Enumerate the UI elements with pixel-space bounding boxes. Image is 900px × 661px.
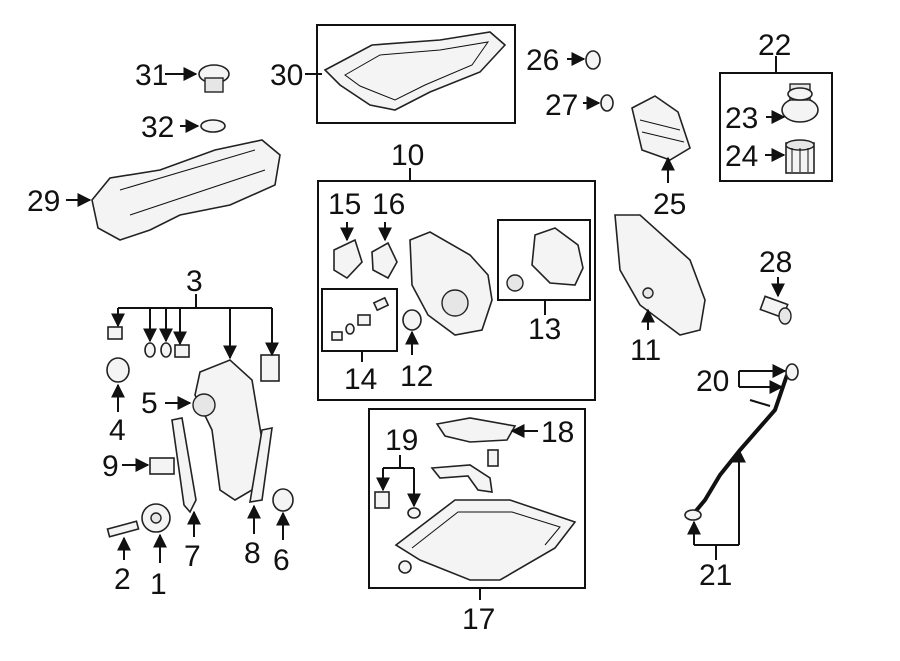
callout-32: 32 xyxy=(141,111,174,144)
dipstick-handle xyxy=(785,363,799,381)
callout-30: 30 xyxy=(270,59,303,92)
cam-sprocket xyxy=(192,393,216,417)
cap-seal xyxy=(200,119,226,133)
sprocket-4 xyxy=(106,357,130,383)
callout-19: 19 xyxy=(385,424,418,457)
callout-12: 12 xyxy=(400,360,433,393)
camshaft-housing xyxy=(91,139,281,241)
oil-pan-group-box xyxy=(368,408,586,589)
callout-28: 28 xyxy=(759,246,792,279)
callout-16: 16 xyxy=(372,188,405,221)
seal-6 xyxy=(272,488,294,512)
gasket-15 xyxy=(333,238,363,280)
oil-pan xyxy=(394,499,577,581)
callout-24: 24 xyxy=(725,140,758,173)
oil-fill-cap xyxy=(198,64,230,93)
timing-cover-seal-bore xyxy=(441,289,469,317)
callout-11: 11 xyxy=(630,334,661,367)
pickup-bolt xyxy=(487,449,499,467)
o-ring-26 xyxy=(585,50,601,70)
callout-29: 29 xyxy=(27,185,60,218)
callout-17: 17 xyxy=(462,603,495,636)
timing-cover-front xyxy=(409,231,493,336)
camshaft-housing-detail xyxy=(119,149,266,216)
timing-chain xyxy=(194,359,263,501)
callout-4: 4 xyxy=(109,414,126,447)
seal-kit-box xyxy=(321,288,398,352)
callout-1: 1 xyxy=(150,568,167,601)
callout-10: 10 xyxy=(391,139,424,172)
callout-18: 18 xyxy=(541,416,574,449)
water-pump xyxy=(531,227,584,286)
oil-cooler xyxy=(631,95,691,161)
oil-filter-cap xyxy=(781,83,819,123)
timing-cover-group-box xyxy=(317,180,596,401)
timing-cover-rear-hole xyxy=(642,287,654,299)
oil-pickup-tube xyxy=(430,464,493,493)
chain-tensioner xyxy=(149,457,175,475)
callout-26: 26 xyxy=(526,44,559,77)
callout-9: 9 xyxy=(102,450,119,483)
seal-12 xyxy=(402,309,422,331)
callout-2: 2 xyxy=(114,563,131,596)
dipstick-seal xyxy=(684,509,702,521)
crank-sprocket xyxy=(141,503,171,533)
callout-5: 5 xyxy=(141,387,158,420)
timing-hardware xyxy=(107,326,280,382)
callout-20: 20 xyxy=(696,365,729,398)
callout-21: 21 xyxy=(699,559,732,592)
valve-cover-gasket-inner xyxy=(344,41,490,101)
callout-8: 8 xyxy=(244,537,261,570)
oil-filter-element xyxy=(785,139,815,174)
callout-22: 22 xyxy=(758,29,791,62)
callout-15: 15 xyxy=(328,188,361,221)
crank-bolt xyxy=(106,520,140,538)
oil-pan-plug xyxy=(398,560,412,574)
callout-13: 13 xyxy=(528,313,561,346)
timing-cover-rear xyxy=(614,214,706,336)
oil-pan-rim xyxy=(411,511,561,549)
leader-lines xyxy=(66,52,787,600)
water-pump-pulley xyxy=(506,274,524,292)
callout-31: 31 xyxy=(135,59,168,92)
dipstick-tube-outline xyxy=(749,399,771,407)
callout-27: 27 xyxy=(545,89,578,122)
callout-14: 14 xyxy=(344,363,377,396)
callout-23: 23 xyxy=(725,102,758,135)
chain-guide-8 xyxy=(249,426,273,503)
drain-plug xyxy=(374,491,421,519)
chain-guide-7 xyxy=(171,417,197,514)
oil-pan-baffle xyxy=(435,417,517,443)
callout-numbers: 1 2 3 4 5 6 7 8 9 10 11 12 13 14 15 16 1… xyxy=(27,29,792,636)
callout-7: 7 xyxy=(184,540,201,573)
o-ring-27 xyxy=(600,94,614,112)
sensor xyxy=(759,295,792,325)
seal-kit-parts xyxy=(331,296,390,341)
dipstick-tube xyxy=(693,374,789,514)
gasket-16 xyxy=(371,241,398,280)
callout-3: 3 xyxy=(186,265,203,298)
callout-25: 25 xyxy=(653,188,686,221)
callout-6: 6 xyxy=(273,544,290,577)
